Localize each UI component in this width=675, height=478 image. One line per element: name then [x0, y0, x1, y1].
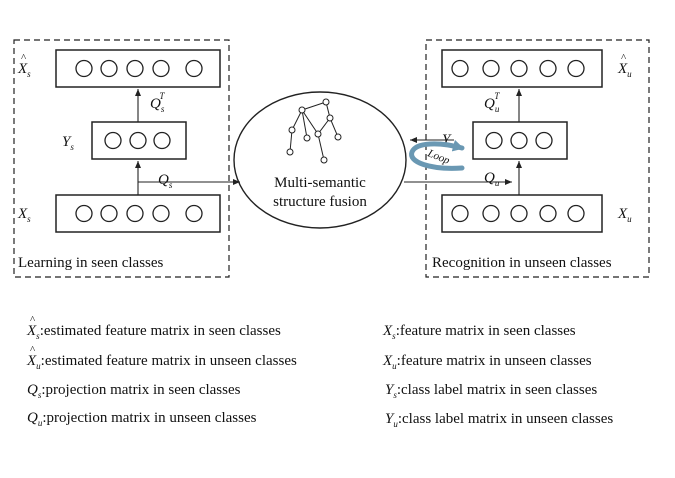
node	[129, 131, 147, 150]
left-top-label: Xs	[17, 61, 31, 79]
legend-item: Qu:projection matrix in unseen classes	[27, 410, 257, 428]
node	[482, 59, 500, 78]
left-panel-caption: Learning in seen classes	[18, 255, 164, 271]
left-middle-label: Ys	[62, 134, 74, 152]
right-panel-caption: Recognition in unseen classes	[432, 255, 612, 271]
legend-left: ^ Xs:estimated feature matrix in seen cl…	[26, 314, 297, 428]
legend-item: Xs:feature matrix in seen classes	[382, 323, 576, 341]
node	[482, 204, 500, 223]
legend-item: Xu:feature matrix in unseen classes	[382, 353, 592, 371]
fusion-label-line2: structure fusion	[273, 194, 367, 210]
node	[152, 59, 170, 78]
left-bottom-layer	[55, 194, 221, 233]
right-panel-border	[425, 39, 650, 278]
center-fusion-node: Multi-semantic structure fusion	[233, 91, 407, 229]
hat-mark: ^	[21, 52, 27, 64]
node	[510, 204, 528, 223]
svg-text:Xu:estimated feature matrix in: Xu:estimated feature matrix in unseen cl…	[26, 353, 297, 371]
legend-item: Qs:projection matrix in seen classes	[27, 382, 241, 400]
node	[126, 204, 144, 223]
right-lower-arrow-label: Qu	[484, 170, 500, 188]
node	[510, 131, 528, 150]
node	[185, 204, 203, 223]
fusion-ellipse	[233, 91, 407, 229]
node	[539, 204, 557, 223]
left-top-layer	[55, 49, 221, 88]
right-top-label: Xu	[617, 61, 632, 79]
legend: ^ Xs:estimated feature matrix in seen cl…	[26, 314, 613, 429]
node	[510, 59, 528, 78]
loop-arrow	[409, 139, 465, 171]
svg-text:Xs:feature matrix in seen clas: Xs:feature matrix in seen classes	[382, 323, 576, 341]
svg-text:Yu:class label matrix in unsee: Yu:class label matrix in unseen classes	[385, 411, 613, 429]
node	[104, 131, 122, 150]
right-panel: Xu ^ Yu Xu QuT Qu Loop Recognition in un…	[409, 39, 650, 278]
graph-icon	[286, 98, 342, 164]
node	[451, 204, 469, 223]
legend-right: Xs:feature matrix in seen classes Xu:fea…	[382, 323, 613, 429]
svg-text:Ys:class label matrix in seen: Ys:class label matrix in seen classes	[385, 382, 597, 400]
node	[539, 59, 557, 78]
left-bottom-label: Xs	[17, 206, 31, 224]
node	[451, 59, 469, 78]
right-bottom-label: Xu	[617, 206, 632, 224]
left-panel-border	[13, 39, 230, 278]
right-middle-layer	[472, 121, 568, 160]
svg-text:^: ^	[30, 314, 36, 326]
node	[100, 204, 118, 223]
right-bottom-layer	[441, 194, 603, 233]
left-middle-layer	[91, 121, 187, 160]
left-upper-arrow-label: QsT	[150, 91, 165, 114]
svg-text:Qs:projection matrix in seen c: Qs:projection matrix in seen classes	[27, 382, 241, 400]
node	[153, 131, 171, 150]
fusion-label-line1: Multi-semantic	[274, 175, 366, 191]
left-lower-arrow-label: Qs	[158, 172, 173, 190]
node	[75, 59, 93, 78]
node	[567, 204, 585, 223]
svg-text:^: ^	[30, 344, 36, 356]
left-top-nodes	[75, 59, 203, 78]
node	[485, 131, 503, 150]
hat-mark: ^	[621, 52, 627, 64]
node	[152, 204, 170, 223]
loop-icon	[409, 139, 465, 171]
legend-item: Yu:class label matrix in unseen classes	[385, 411, 613, 429]
svg-text:Qu:projection matrix in unseen: Qu:projection matrix in unseen classes	[27, 410, 257, 428]
node	[185, 59, 203, 78]
node	[535, 131, 553, 150]
legend-item: ^ Xs:estimated feature matrix in seen cl…	[26, 314, 281, 341]
svg-text:Xu:feature matrix in unseen cl: Xu:feature matrix in unseen classes	[382, 353, 592, 371]
node	[567, 59, 585, 78]
legend-item: Ys:class label matrix in seen classes	[385, 382, 597, 400]
right-top-layer	[441, 49, 603, 88]
node	[75, 204, 93, 223]
right-upper-arrow-label: QuT	[484, 91, 500, 114]
legend-item: ^ Xu:estimated feature matrix in unseen …	[26, 344, 297, 371]
node	[100, 59, 118, 78]
left-panel: Xs ^ Ys Xs QsT Qs Learning in seen class…	[13, 39, 230, 278]
svg-text:Xs:estimated feature matrix in: Xs:estimated feature matrix in seen clas…	[26, 323, 281, 341]
node	[126, 59, 144, 78]
